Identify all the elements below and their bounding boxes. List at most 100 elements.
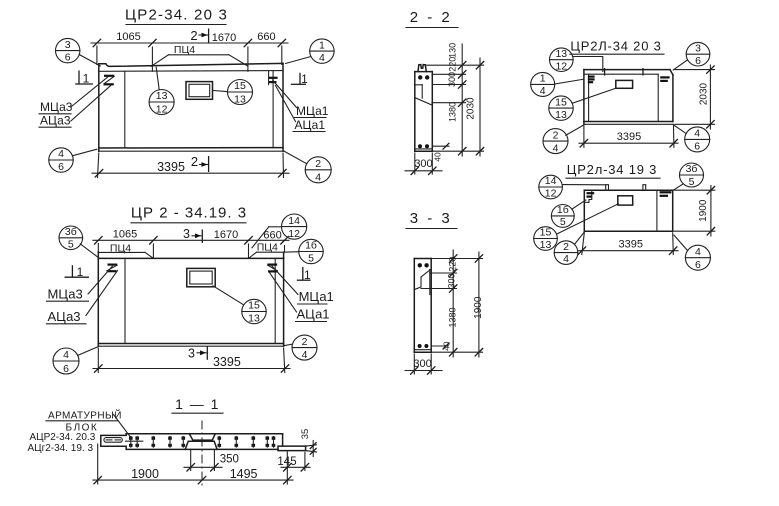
svg-text:2: 2 bbox=[302, 336, 308, 348]
svg-text:3: 3 bbox=[65, 39, 71, 51]
svg-text:300: 300 bbox=[447, 72, 457, 87]
svg-text:13: 13 bbox=[555, 48, 567, 60]
svg-text:АЦа1: АЦа1 bbox=[297, 307, 330, 322]
svg-text:15: 15 bbox=[248, 300, 260, 312]
svg-text:5: 5 bbox=[68, 238, 74, 250]
svg-text:2: 2 bbox=[563, 241, 569, 253]
svg-text:ПЦ4: ПЦ4 bbox=[257, 241, 278, 253]
svg-text:1б: 1б bbox=[305, 240, 317, 252]
svg-text:220: 220 bbox=[448, 57, 458, 72]
svg-text:300: 300 bbox=[447, 273, 457, 288]
svg-text:6: 6 bbox=[63, 363, 69, 375]
svg-text:12: 12 bbox=[156, 103, 168, 115]
svg-text:660: 660 bbox=[263, 229, 281, 241]
svg-text:40: 40 bbox=[442, 341, 452, 351]
svg-text:1: 1 bbox=[319, 39, 325, 51]
svg-text:АЦа1: АЦа1 bbox=[295, 118, 326, 132]
svg-text:1670: 1670 bbox=[214, 229, 238, 241]
svg-text:1065: 1065 bbox=[116, 31, 140, 43]
svg-text:3: 3 bbox=[183, 227, 190, 241]
svg-text:15: 15 bbox=[234, 80, 246, 92]
svg-text:6: 6 bbox=[58, 161, 64, 173]
svg-text:40: 40 bbox=[432, 152, 442, 162]
svg-text:АРМАТУРНЫЙ: АРМАТУРНЫЙ bbox=[48, 408, 122, 421]
svg-text:4: 4 bbox=[302, 349, 308, 361]
svg-text:1: 1 bbox=[304, 268, 311, 282]
svg-text:1 — 1: 1 — 1 bbox=[175, 396, 220, 412]
svg-text:3б: 3б bbox=[686, 163, 698, 175]
svg-text:ЦР 2 - 34.19. 3: ЦР 2 - 34.19. 3 bbox=[131, 205, 247, 222]
svg-text:БЛОК: БЛОК bbox=[66, 423, 99, 434]
svg-text:1900: 1900 bbox=[698, 199, 709, 222]
svg-text:3 - 3: 3 - 3 bbox=[410, 210, 453, 227]
svg-text:4: 4 bbox=[553, 142, 559, 154]
svg-text:300: 300 bbox=[414, 158, 432, 170]
svg-text:1: 1 bbox=[540, 73, 546, 85]
svg-text:5: 5 bbox=[689, 176, 695, 188]
svg-text:2: 2 bbox=[191, 154, 198, 169]
svg-text:12: 12 bbox=[545, 188, 557, 200]
svg-text:300: 300 bbox=[413, 358, 431, 370]
svg-text:МЦа1: МЦа1 bbox=[296, 104, 329, 118]
svg-text:13: 13 bbox=[248, 313, 260, 325]
svg-text:3395: 3395 bbox=[617, 131, 641, 143]
svg-text:14: 14 bbox=[288, 215, 300, 227]
svg-text:1б: 1б bbox=[557, 204, 569, 216]
svg-text:220: 220 bbox=[447, 257, 457, 272]
svg-text:5: 5 bbox=[560, 216, 566, 228]
svg-text:3: 3 bbox=[695, 42, 701, 54]
svg-text:13: 13 bbox=[540, 239, 552, 251]
svg-text:МЦа3: МЦа3 bbox=[40, 100, 73, 114]
svg-text:3: 3 bbox=[188, 346, 195, 360]
svg-text:АЦа3: АЦа3 bbox=[40, 114, 71, 128]
svg-text:4: 4 bbox=[63, 349, 69, 361]
svg-text:13: 13 bbox=[555, 109, 567, 121]
svg-text:12: 12 bbox=[555, 60, 567, 72]
svg-text:13: 13 bbox=[234, 93, 246, 105]
svg-text:ЦР2Л-34 20 3: ЦР2Л-34 20 3 bbox=[570, 39, 661, 54]
svg-text:4: 4 bbox=[695, 246, 701, 258]
svg-text:4: 4 bbox=[540, 85, 546, 97]
svg-text:350: 350 bbox=[220, 454, 239, 466]
svg-text:ЦР2-34. 20 3: ЦР2-34. 20 3 bbox=[125, 7, 228, 24]
svg-text:6: 6 bbox=[695, 259, 701, 271]
svg-text:2: 2 bbox=[553, 129, 559, 141]
svg-text:12: 12 bbox=[288, 228, 300, 240]
svg-text:3395: 3395 bbox=[213, 355, 241, 369]
svg-text:1065: 1065 bbox=[113, 228, 137, 240]
svg-text:2: 2 bbox=[315, 158, 321, 170]
svg-text:4: 4 bbox=[315, 172, 321, 184]
svg-text:660: 660 bbox=[257, 31, 275, 43]
svg-text:ПЦ4: ПЦ4 bbox=[110, 242, 131, 254]
svg-text:1900: 1900 bbox=[131, 467, 159, 481]
svg-text:1495: 1495 bbox=[230, 467, 258, 481]
svg-text:35: 35 bbox=[300, 429, 311, 440]
svg-text:2: 2 bbox=[190, 28, 197, 43]
svg-text:4: 4 bbox=[563, 253, 569, 265]
svg-text:5: 5 bbox=[308, 253, 314, 265]
svg-text:1: 1 bbox=[83, 72, 90, 86]
svg-text:1: 1 bbox=[77, 265, 84, 279]
svg-text:ЦР2л-34 19 3: ЦР2л-34 19 3 bbox=[567, 162, 657, 177]
svg-text:АЦа3: АЦа3 bbox=[48, 309, 81, 324]
svg-text:4: 4 bbox=[319, 52, 325, 64]
svg-text:6: 6 bbox=[695, 55, 701, 67]
svg-text:АЦг2-34. 19. 3: АЦг2-34. 19. 3 bbox=[28, 443, 94, 454]
svg-text:2030: 2030 bbox=[466, 97, 477, 120]
svg-text:3395: 3395 bbox=[157, 160, 185, 174]
svg-text:14: 14 bbox=[545, 175, 557, 187]
svg-text:4: 4 bbox=[694, 128, 700, 140]
svg-text:2 - 2: 2 - 2 bbox=[410, 9, 453, 26]
svg-text:13: 13 bbox=[156, 90, 168, 102]
svg-text:1380: 1380 bbox=[447, 307, 457, 327]
svg-text:6: 6 bbox=[694, 141, 700, 153]
svg-text:АЦР2-34. 20.3: АЦР2-34. 20.3 bbox=[30, 432, 96, 443]
svg-text:МЦа1: МЦа1 bbox=[299, 289, 334, 304]
svg-text:2030: 2030 bbox=[698, 82, 709, 105]
svg-text:6: 6 bbox=[65, 52, 71, 64]
svg-text:145: 145 bbox=[277, 456, 296, 468]
svg-text:3395: 3395 bbox=[619, 239, 643, 251]
svg-text:15: 15 bbox=[540, 227, 552, 239]
svg-text:1900: 1900 bbox=[473, 296, 484, 319]
svg-text:1: 1 bbox=[301, 72, 308, 86]
